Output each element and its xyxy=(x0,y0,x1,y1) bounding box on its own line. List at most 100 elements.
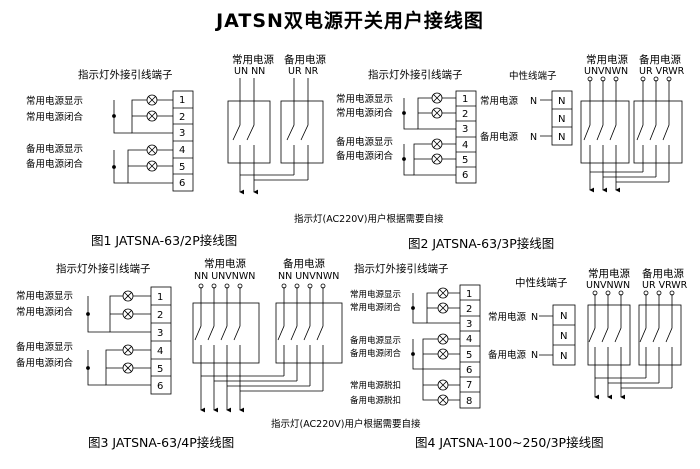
fig4-label-common-close: 常用电源闭合 xyxy=(350,302,402,313)
figure-2: 指示灯外接引线端子 常用电源显示 常用电源闭合 备用电源显示 备用电源闭合 1 … xyxy=(336,53,685,193)
fig1-terminal-5: 5 xyxy=(179,162,185,173)
fig4-label-backup-display: 备用电源显示 xyxy=(350,335,401,346)
fig1-common-header: 常用电源 xyxy=(232,53,274,66)
fig2-lamp-5 xyxy=(431,153,443,165)
fig2-neutral-backup-n: N xyxy=(530,132,537,143)
fig3-terminal-6: 6 xyxy=(157,381,163,392)
fig2-backup-header: 备用电源 xyxy=(639,53,681,66)
fig4-terminal-header: 指示灯外接引线端子 xyxy=(354,262,449,275)
fig4-lamp-7 xyxy=(437,379,449,391)
fig4-neutral-mark-1: N xyxy=(560,311,567,322)
fig1-label-backup-close: 备用电源闭合 xyxy=(26,158,84,170)
fig1-label-common-close: 常用电源闭合 xyxy=(26,111,84,123)
fig3-label-backup-close: 备用电源闭合 xyxy=(16,357,74,369)
fig2-common-header: 常用电源 xyxy=(586,53,628,66)
fig4-neutral-backup-n: N xyxy=(531,350,538,361)
fig4-neutral-common-label: 常用电源 xyxy=(488,311,527,323)
fig1-common-poles: UN NN xyxy=(234,66,265,77)
fig3-terminal-5: 5 xyxy=(157,364,163,375)
fig4-label-common-display: 常用电源显示 xyxy=(350,289,401,300)
fig1-terminal-6: 6 xyxy=(179,178,185,189)
fig4-neutral-mark-2: N xyxy=(560,331,567,342)
indicator-note-top: 指示灯(AC220V)用户根据需要自接 xyxy=(294,213,444,225)
fig4-terminal-8: 8 xyxy=(466,396,472,407)
fig2-terminal-2: 2 xyxy=(462,109,468,120)
figure-3: 指示灯外接引线端子 常用电源显示 常用电源闭合 备用电源显示 备用电源闭合 1 … xyxy=(16,257,343,413)
fig4-terminal-1: 1 xyxy=(466,289,472,300)
fig1-lamp-5 xyxy=(146,160,158,172)
fig4-terminal-4: 4 xyxy=(466,334,472,345)
fig3-lamp-2 xyxy=(122,308,134,320)
fig4-neutral-common-n: N xyxy=(531,312,538,323)
fig4-neutral-mark-3: N xyxy=(560,351,567,362)
fig2-neutral-backup-label: 备用电源 xyxy=(480,131,519,143)
fig3-terminal-1: 1 xyxy=(157,292,163,303)
fig4-terminal-5: 5 xyxy=(466,350,472,361)
fig2-lamp-2 xyxy=(431,107,443,119)
fig3-backup-poles: NN UNVNWN xyxy=(278,271,339,282)
fig1-lamp-1 xyxy=(146,94,158,106)
fig2-terminal-3: 3 xyxy=(462,124,468,135)
fig2-neutral-common-label: 常用电源 xyxy=(480,95,519,107)
fig3-terminal-header: 指示灯外接引线端子 xyxy=(56,262,151,275)
fig1-lamp-4 xyxy=(146,144,158,156)
fig1-backup-header: 备用电源 xyxy=(284,53,326,66)
fig2-label-backup-display: 备用电源显示 xyxy=(336,136,393,148)
fig4-common-header: 常用电源 xyxy=(588,267,630,280)
fig2-common-poles: UNVNWN xyxy=(584,66,628,77)
fig2-label-backup-close: 备用电源闭合 xyxy=(336,150,394,162)
fig1-terminal-3: 3 xyxy=(179,128,185,139)
fig4-neutral-backup-label: 备用电源 xyxy=(488,349,527,361)
fig4-lamp-2 xyxy=(437,302,449,314)
fig1-label-backup-display: 备用电源显示 xyxy=(26,143,83,155)
fig1-label-common-display: 常用电源显示 xyxy=(26,95,83,107)
indicator-note-bottom: 指示灯(AC220V)用户根据需要自接 xyxy=(271,418,421,430)
fig4-lamp-1 xyxy=(437,287,449,299)
fig2-neutral-mark-1: N xyxy=(558,96,565,107)
fig3-terminal-2: 2 xyxy=(157,310,163,321)
fig2-neutral-common-n: N xyxy=(530,96,537,107)
fig4-backup-poles: UR VRWR xyxy=(642,280,688,291)
fig3-terminal-4: 4 xyxy=(157,346,163,357)
fig2-neutral-header: 中性线端子 xyxy=(509,70,557,82)
fig4-lamp-8 xyxy=(437,394,449,406)
fig1-backup-poles: UR NR xyxy=(288,66,319,77)
fig2-terminal-header: 指示灯外接引线端子 xyxy=(368,68,463,81)
fig4-terminal-7: 7 xyxy=(466,380,472,391)
fig3-lamp-4 xyxy=(122,344,134,356)
figure-4: 指示灯外接引线端子 常用电源显示 常用电源闭合 备用电源显示 备用电源闭合 常用… xyxy=(350,262,688,409)
fig4-terminal-3: 3 xyxy=(466,319,472,330)
fig3-label-backup-display: 备用电源显示 xyxy=(16,341,73,353)
fig4-common-poles: UNVNWN xyxy=(586,280,630,291)
fig4-caption: 图4 JATSNA-100~250/3P接线图 xyxy=(415,435,604,450)
fig2-terminal-6: 6 xyxy=(462,170,468,181)
fig1-terminal-4: 4 xyxy=(179,145,185,156)
fig4-neutral-header: 中性线端子 xyxy=(515,276,568,289)
fig3-backup-header: 备用电源 xyxy=(283,257,325,270)
fig3-label-common-close: 常用电源闭合 xyxy=(16,306,74,318)
fig2-terminal-4: 4 xyxy=(462,140,468,151)
fig3-label-common-display: 常用电源显示 xyxy=(16,290,73,302)
fig3-caption: 图3 JATSNA-63/4P接线图 xyxy=(88,435,234,450)
fig4-backup-header: 备用电源 xyxy=(642,267,684,280)
fig2-caption: 图2 JATSNA-63/3P接线图 xyxy=(408,236,554,251)
fig4-label-common-trip: 常用电源脱扣 xyxy=(350,380,401,391)
fig1-lamp-2 xyxy=(146,110,158,122)
fig1-terminal-1: 1 xyxy=(179,95,185,106)
page-title: JATSN双电源开关用户接线图 xyxy=(216,10,484,32)
fig1-terminal-2: 2 xyxy=(179,112,185,123)
fig4-terminal-2: 2 xyxy=(466,304,472,315)
fig2-label-common-display: 常用电源显示 xyxy=(336,93,393,105)
fig3-lamp-1 xyxy=(122,290,134,302)
fig3-terminal-3: 3 xyxy=(157,328,163,339)
fig2-label-common-close: 常用电源闭合 xyxy=(336,107,394,119)
fig3-common-header: 常用电源 xyxy=(204,257,246,270)
fig3-lamp-5 xyxy=(122,362,134,374)
fig2-neutral-mark-3: N xyxy=(558,132,565,143)
fig4-lamp-4 xyxy=(437,333,449,345)
fig4-lamp-5 xyxy=(437,348,449,360)
fig2-lamp-1 xyxy=(431,92,443,104)
fig4-label-backup-close: 备用电源闭合 xyxy=(350,348,402,359)
